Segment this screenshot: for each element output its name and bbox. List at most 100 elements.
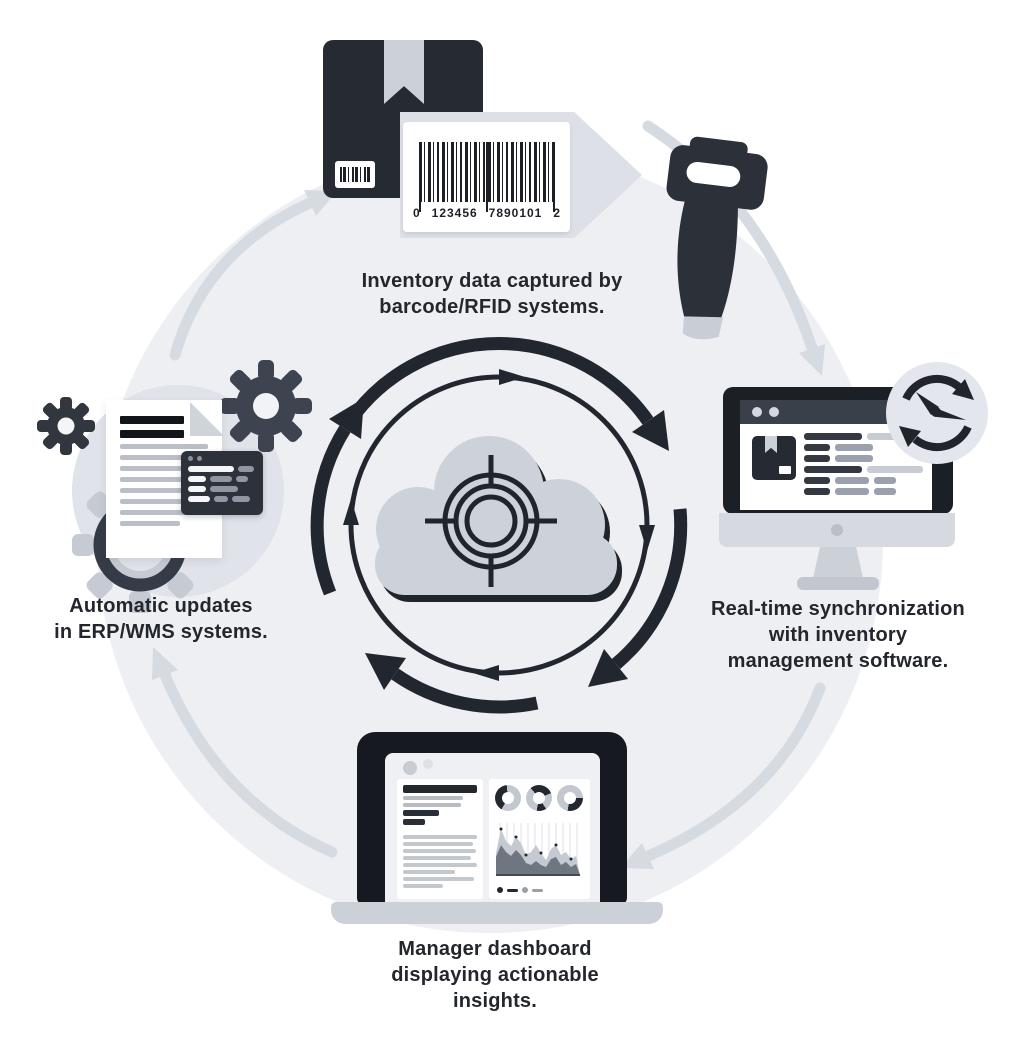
barcode-tag-icon: 0 123456 7890101 2	[400, 112, 642, 238]
barcode-group-1: 123456	[431, 206, 478, 220]
dashboard-line-bar	[403, 803, 461, 807]
caption-line: insights.	[452, 990, 538, 1012]
chart-legend	[497, 887, 543, 893]
cloud-target-cycle-icon	[310, 337, 688, 714]
terminal-bar	[214, 496, 228, 502]
window-dot-icon	[423, 759, 433, 769]
barcode-digit-right: 2	[553, 206, 561, 220]
doc-line-bar	[120, 488, 208, 493]
legend-bar	[532, 888, 543, 892]
window-dot-icon	[197, 456, 202, 461]
caption-erp: Automatic updates in ERP/WMS systems.	[35, 593, 287, 645]
monitor-button	[831, 524, 843, 536]
window-dot-icon	[769, 407, 779, 417]
monitor-screen	[740, 400, 932, 510]
caption-line: Automatic updates	[69, 595, 253, 617]
window-dot-icon	[752, 407, 762, 417]
doc-line-bar	[120, 444, 208, 449]
terminal-bar	[238, 466, 254, 472]
caption-line: Manager dashboard	[398, 938, 592, 960]
terminal-bar	[210, 476, 232, 482]
list-bar	[804, 444, 830, 451]
caption-line: Inventory data captured by	[361, 270, 623, 292]
window-dot-icon	[403, 761, 417, 775]
list-bar	[804, 477, 830, 484]
dashboard-line-bar	[403, 810, 439, 816]
caption-line: displaying actionable	[391, 964, 599, 986]
list-bar	[804, 433, 862, 440]
barcode-guard-bar	[553, 142, 555, 212]
barcode-group-2: 7890101	[488, 206, 543, 220]
barcode-digit-left: 0	[413, 206, 421, 220]
list-bar	[804, 455, 830, 462]
barcode-guard-bar	[419, 142, 421, 212]
laptop-screen	[385, 753, 600, 904]
doc-line-bar	[120, 455, 204, 460]
dashboard-line-bar	[403, 849, 476, 853]
cycle-arrowheads	[329, 398, 669, 690]
box-barcode-label	[335, 161, 375, 188]
doc-line-bar	[120, 510, 208, 515]
doc-line-bar	[120, 477, 202, 482]
doc-line-bar	[120, 521, 180, 526]
dashboard-line-bar	[403, 796, 463, 800]
caption-line: Real-time synchronization	[711, 598, 965, 620]
dashboard-line-bar	[403, 877, 474, 881]
donut-chart-icon	[526, 785, 552, 811]
list-bar	[874, 488, 896, 495]
list-bar	[867, 466, 923, 473]
target-icon	[425, 455, 557, 587]
monitor-stand	[813, 547, 863, 578]
list-bar	[874, 477, 896, 484]
legend-dot-icon	[497, 887, 503, 893]
sync-clock-icon	[899, 374, 974, 452]
dashboard-line-bar	[403, 819, 425, 825]
doc-heading-bar	[120, 430, 184, 438]
big-gear-icon	[220, 360, 312, 452]
caption-line: in ERP/WMS systems.	[54, 621, 268, 643]
list-bar	[835, 444, 873, 451]
caption-capture: Inventory data captured by barcode/RFID …	[337, 268, 647, 320]
donut-charts	[495, 785, 583, 811]
dashboard-line-bar	[403, 856, 471, 860]
list-bar	[835, 455, 873, 462]
box-barcode-bars	[340, 167, 370, 182]
laptop-base	[331, 902, 663, 924]
terminal-bar	[236, 476, 248, 482]
monitor-box-ribbon	[765, 436, 777, 453]
monitor-box-icon	[752, 436, 796, 480]
doc-line-bar	[120, 466, 208, 471]
barcode-label: 0 123456 7890101 2	[403, 122, 570, 232]
list-bar	[835, 477, 869, 484]
monitor-box-label	[779, 466, 791, 474]
legend-bar	[507, 888, 518, 892]
small-gear-icon	[37, 397, 95, 455]
dashboard-line-bar	[403, 884, 443, 888]
list-bar	[804, 466, 862, 473]
doc-line-bar	[120, 499, 206, 504]
barcode-guard-bar	[486, 142, 488, 212]
document-text-lines	[120, 416, 208, 526]
terminal-bar	[188, 486, 206, 492]
caption-dashboard: Manager dashboard displaying actionable …	[345, 936, 645, 1014]
barcode-digits: 0 123456 7890101 2	[413, 206, 561, 220]
legend-dot-icon	[522, 887, 528, 893]
scanner-window	[686, 161, 741, 187]
list-bar	[804, 488, 830, 495]
donut-chart-icon	[495, 785, 521, 811]
terminal-bar	[232, 496, 250, 502]
terminal-bar	[188, 476, 206, 482]
cloud-icon	[375, 436, 617, 595]
dashboard-line-bar	[403, 835, 477, 839]
area-chart-icon	[496, 823, 580, 876]
caption-line: management software.	[727, 650, 949, 672]
scanner-base-cap	[682, 316, 724, 340]
window-dot-icon	[188, 456, 193, 461]
monitor-chin	[719, 513, 955, 547]
dashboard-charts-panel	[489, 779, 590, 899]
list-bar	[835, 488, 869, 495]
dashboard-text-panel	[397, 779, 483, 899]
dashboard-line-bar	[403, 842, 473, 846]
